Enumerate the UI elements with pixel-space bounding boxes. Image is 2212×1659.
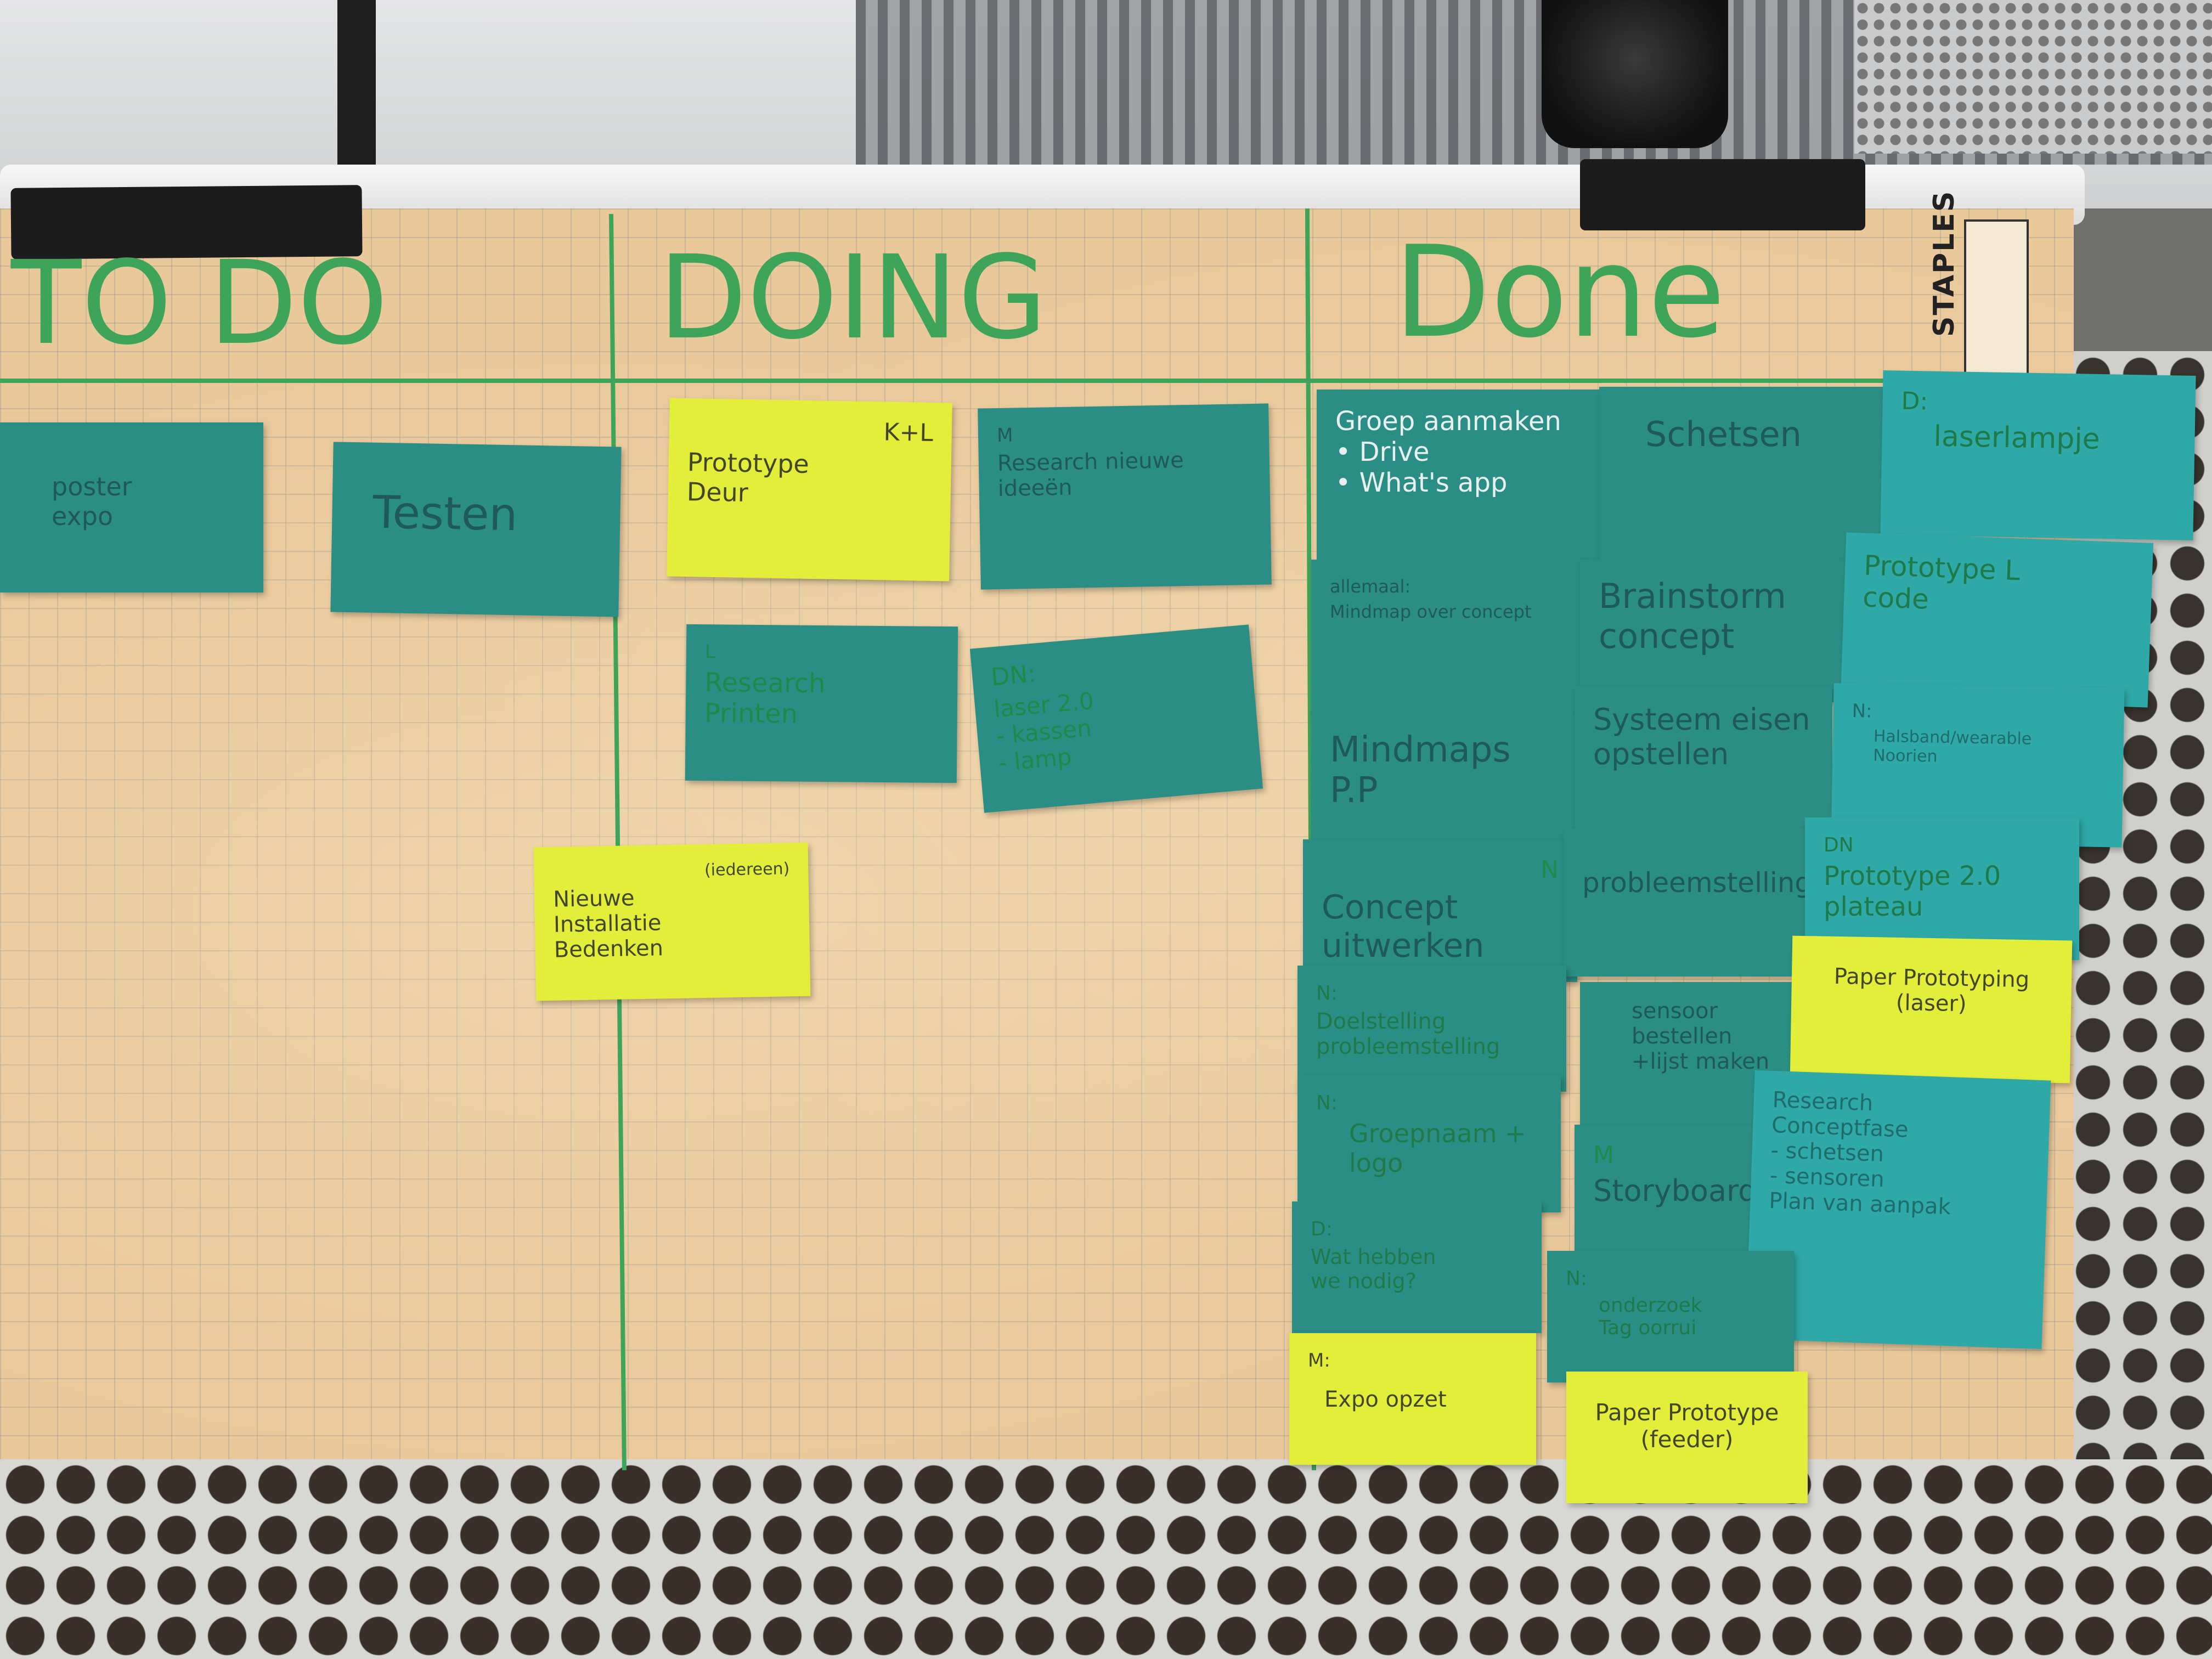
note-text: Research Conceptfase - schetsen - sensor… <box>1768 1087 1951 1220</box>
note-text: Brainstorm concept <box>1599 576 1786 656</box>
note-tag: N: <box>1316 982 1338 1005</box>
note-text: probleemstelling <box>1582 867 1813 899</box>
note-text: Mindmaps P.P <box>1330 730 1511 811</box>
ceiling-lamp <box>1542 0 1728 148</box>
sticky-note[interactable]: L Research Printen <box>685 624 958 783</box>
sticky-note[interactable]: N: onderzoek Tag oorrui <box>1547 1251 1794 1383</box>
note-text: Mindmap over concept <box>1330 601 1532 622</box>
sticky-note[interactable]: M Research nieuwe ideeën <box>978 403 1272 590</box>
sticky-note[interactable]: D: Wat hebben we nodig? <box>1292 1201 1542 1333</box>
note-tag: N: <box>1852 699 1872 723</box>
note-tag: L <box>704 641 715 663</box>
sticky-note[interactable]: Paper Prototype (feeder) <box>1566 1372 1808 1503</box>
note-tag: N <box>1541 856 1559 884</box>
note-text: Storyboard <box>1593 1173 1757 1208</box>
note-text: laser 2.0 - kassen - lamp <box>992 687 1095 776</box>
note-text: Groepnaam + logo <box>1349 1119 1526 1178</box>
note-text: Paper Prototyping (laser) <box>1833 963 2030 1017</box>
sticky-note[interactable]: poster expo <box>0 422 263 592</box>
sticky-note[interactable]: N: Doelstelling probleemstelling <box>1297 966 1566 1092</box>
tape-right <box>1580 159 1865 230</box>
note-text: Doelstelling probleemstelling <box>1316 1009 1500 1059</box>
note-text: Groep aanmaken • Drive • What's app <box>1335 406 1561 498</box>
sticky-note[interactable]: D: laserlampje <box>1880 370 2196 540</box>
note-text: Prototype 2.0 plateau <box>1824 861 2001 922</box>
staples-logo: STAPLES <box>1928 190 2029 388</box>
column-title-doing: DOING <box>658 230 1047 365</box>
note-tag: K+L <box>883 418 934 447</box>
sticky-note[interactable]: N Concept uitwerken <box>1303 839 1577 982</box>
note-tag: M <box>1593 1141 1614 1169</box>
note-text: sensoor bestellen +lijst maken <box>1632 998 1770 1074</box>
note-text: Concept uitwerken <box>1322 888 1485 965</box>
note-text: Research Printen <box>704 667 826 730</box>
column-title-todo: TO DO <box>11 236 388 370</box>
note-text: Nieuwe Installatie Bedenken <box>552 885 664 963</box>
sticky-note[interactable]: K+L Prototype Deur <box>667 398 952 582</box>
sticky-note[interactable]: Prototype L code <box>1840 532 2154 708</box>
sticky-note[interactable]: M: Expo opzet <box>1289 1333 1536 1465</box>
perforated-panel <box>1854 0 2212 154</box>
sticky-note[interactable]: N: Groepnaam + logo <box>1297 1075 1561 1212</box>
sticky-note[interactable]: Brainstorm concept <box>1580 560 1854 702</box>
note-tag: D: <box>1901 387 1928 416</box>
note-text: Testen <box>372 486 518 541</box>
note-tag: N: <box>1316 1092 1338 1114</box>
black-pole <box>337 0 376 187</box>
note-text: Schetsen <box>1645 414 1802 454</box>
note-text: onderzoek Tag oorrui <box>1599 1294 1702 1339</box>
note-tag: M: <box>1308 1350 1330 1372</box>
note-tag: N: <box>1566 1267 1588 1290</box>
sticky-note[interactable]: (iedereen) Nieuwe Installatie Bedenken <box>533 842 811 1001</box>
note-tag: M <box>996 424 1013 447</box>
note-text: Research nieuwe ideeën <box>997 448 1184 502</box>
sticky-note[interactable]: Systeem eisen opstellen <box>1575 686 1832 834</box>
sticky-note[interactable]: DN: laser 2.0 - kassen - lamp <box>969 624 1263 813</box>
column-title-done: Done <box>1393 219 1726 366</box>
note-text: Systeem eisen opstellen <box>1593 702 1810 771</box>
note-tag: (iedereen) <box>704 859 790 880</box>
sticky-note[interactable]: Paper Prototyping (laser) <box>1790 935 2073 1084</box>
note-tag: allemaal: <box>1330 576 1411 597</box>
note-tag: DN <box>1824 834 1854 856</box>
note-text: Halsband/wearable Noorien <box>1872 726 2032 766</box>
note-text: Paper Prototype (feeder) <box>1595 1399 1779 1453</box>
note-text: Prototype Deur <box>686 447 810 508</box>
note-text: laserlampje <box>1933 420 2101 456</box>
sticky-note[interactable]: probleemstelling <box>1564 828 1827 977</box>
note-text: Expo opzet <box>1324 1387 1447 1412</box>
sticky-note[interactable]: Groep aanmaken • Drive • What's app <box>1317 390 1602 571</box>
header-divider <box>0 379 1909 383</box>
sticky-note[interactable]: Schetsen <box>1599 387 1884 579</box>
perforated-fence <box>0 1459 2212 1659</box>
note-text: Prototype L code <box>1862 549 2021 616</box>
sticky-note[interactable]: allemaal: Mindmap over concept <box>1311 560 1585 719</box>
sticky-note[interactable]: Testen <box>330 442 622 617</box>
note-tag: D: <box>1311 1218 1333 1240</box>
sticky-note[interactable]: Mindmaps P.P <box>1311 713 1583 845</box>
note-text: Wat hebben we nodig? <box>1311 1245 1436 1293</box>
note-text: poster expo <box>52 472 132 531</box>
